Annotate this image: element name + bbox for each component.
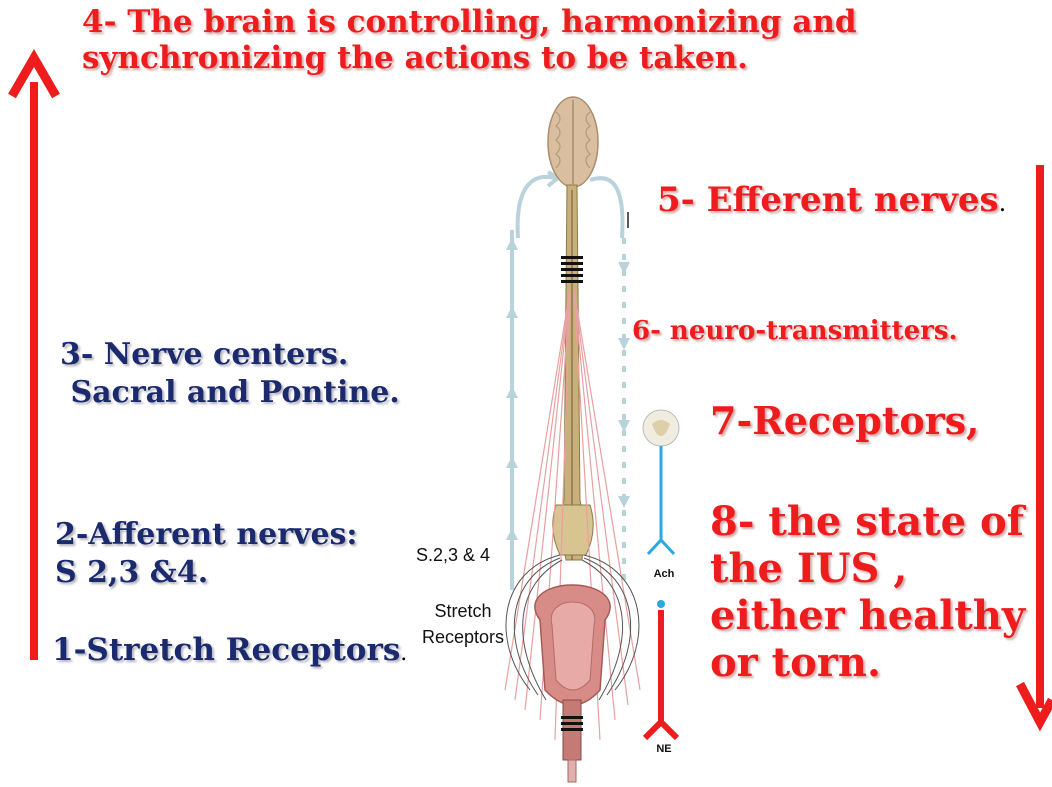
step1-text: 1-Stretch Receptors — [52, 632, 400, 668]
brain-icon — [548, 97, 598, 187]
step1-stretch-label: 1-Stretch Receptors. — [52, 632, 407, 668]
step6-neurotransmitters-label: 6- neuro-transmitters. — [632, 316, 958, 346]
step4-brain-label: 4- The brain is controlling, harmonizing… — [82, 4, 962, 76]
step5-efferent-label: 5- Efferent nerves. — [657, 180, 1006, 220]
stretch-receptors-figure-label: Stretch Receptors — [420, 598, 506, 650]
bladder-icon — [535, 585, 610, 782]
segments-label: S.2,3 & 4 — [410, 545, 496, 566]
step8-ius-state-label: 8- the state of the IUS , either healthy… — [710, 498, 1040, 686]
ach-node — [657, 600, 665, 608]
step2-afferent-label: 2-Afferent nerves: S 2,3 &4. — [55, 516, 358, 592]
step2-line2: S 2,3 &4. — [55, 554, 358, 592]
spinal-cross-section-icon — [643, 410, 679, 446]
ne-receptor-icon — [645, 610, 677, 738]
ach-receptor-icon — [648, 446, 674, 554]
ne-label: NE — [648, 743, 680, 755]
step5-text: 5- Efferent nerves — [657, 180, 999, 220]
step2-line1: 2-Afferent nerves: — [55, 516, 358, 554]
ach-label: Ach — [644, 568, 684, 580]
step3-nerve-centers-label: 3- Nerve centers. Sacral and Pontine. — [60, 336, 400, 412]
step7-receptors-label: 7-Receptors, — [710, 398, 979, 443]
step1-dot: . — [400, 641, 407, 666]
stretch-line2: Receptors — [420, 624, 506, 650]
upward-arrow-icon — [12, 58, 56, 660]
step5-dot: . — [999, 189, 1007, 217]
stretch-line1: Stretch — [420, 598, 506, 624]
